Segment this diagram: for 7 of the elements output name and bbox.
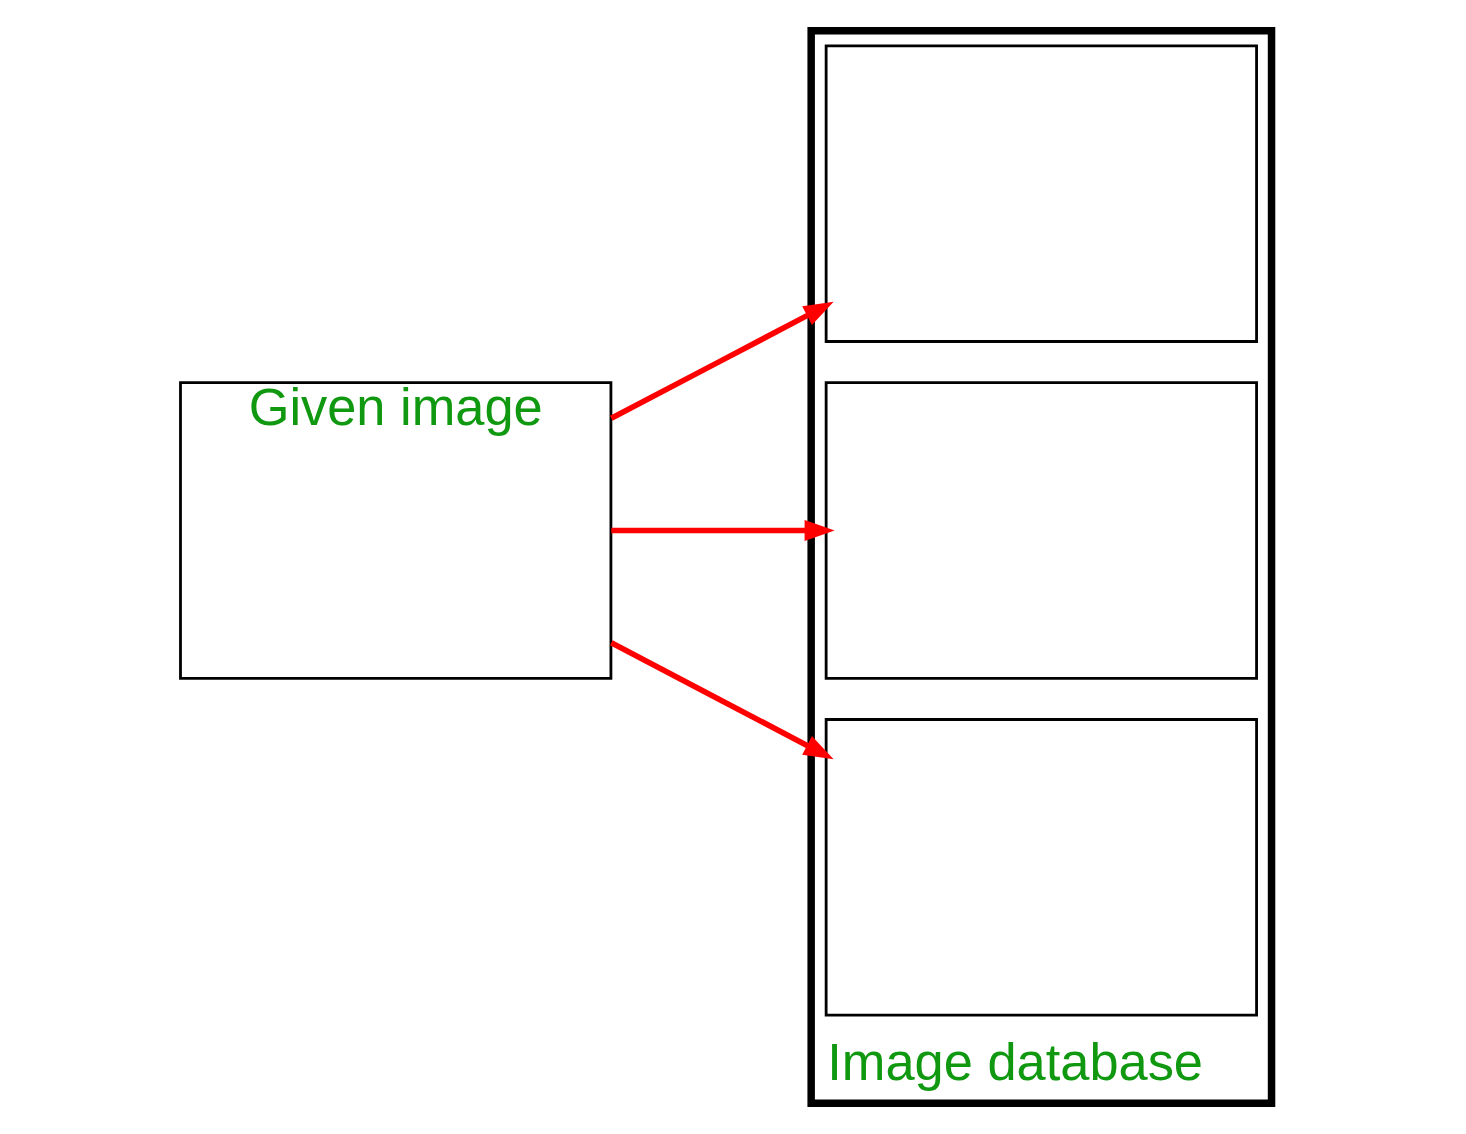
node-box — [824, 381, 1258, 680]
arrow — [609, 640, 834, 760]
arrow — [609, 301, 834, 421]
arrow — [610, 520, 835, 541]
node-box: Given image — [178, 381, 612, 680]
node-box — [824, 44, 1258, 343]
node-box — [824, 718, 1258, 1017]
